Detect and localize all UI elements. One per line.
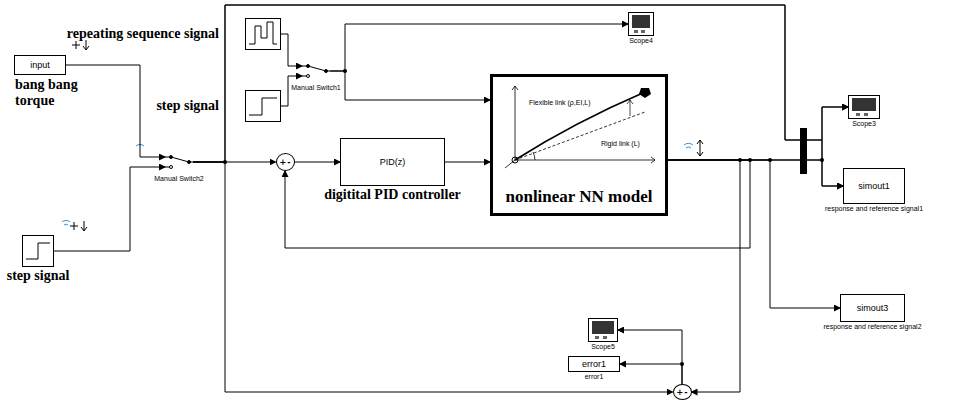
figure-label: Flexible link (ρ,EI,L) — [528, 99, 592, 107]
block-label: Manual Switch2 — [154, 175, 203, 182]
manual-switch: Manual Switch1 — [302, 60, 330, 82]
signal-line — [668, 160, 840, 308]
signal-line — [295, 162, 341, 163]
block-caption: error1 — [585, 373, 604, 380]
workspace-block: error1error1 — [568, 356, 620, 372]
block-label: step signal — [156, 98, 219, 114]
scope-block: Scope3 — [848, 95, 880, 119]
signal-line — [330, 24, 628, 71]
block-label: PID(z) — [380, 157, 406, 167]
signal-line — [281, 76, 302, 106]
block-label: Scope4 — [629, 37, 653, 44]
block-caption: response and reference signal1 — [825, 205, 923, 212]
block-label: Scope5 — [591, 343, 615, 350]
source-block: inputbang bang torque — [14, 55, 66, 75]
block-label: repeating sequence signal — [67, 26, 219, 42]
block-label: + — [279, 158, 286, 167]
sum-junction: +- — [276, 153, 295, 171]
figure-label: Rigid link (L) — [600, 140, 641, 148]
block-caption: digitital PID controller — [324, 187, 461, 203]
signal-block: repeating sequence signal — [245, 18, 281, 50]
signal-line — [668, 160, 843, 186]
block-caption: - — [684, 388, 687, 397]
workspace-block: simout3response and reference signal2 — [840, 294, 905, 322]
manual-switch: Manual Switch2 — [165, 151, 193, 173]
sum-junction: +- — [673, 384, 692, 400]
block-label: input — [30, 60, 50, 70]
block-caption: response and reference signal2 — [823, 323, 921, 330]
block-label: simout3 — [857, 303, 889, 313]
block-label: Scope3 — [852, 120, 876, 127]
signal-line — [66, 65, 165, 157]
workspace-block: simout1response and reference signal1 — [843, 168, 905, 204]
step-block: step signal — [22, 235, 54, 267]
signal-line — [193, 5, 843, 186]
signal-line — [668, 160, 740, 392]
pid-block: PID(z)digitital PID controller — [340, 138, 445, 186]
block-caption: - — [287, 158, 290, 167]
scope-block: Scope4 — [628, 12, 654, 36]
block-label: simout1 — [858, 181, 890, 191]
signal-line — [445, 162, 490, 163]
signal-line — [668, 107, 848, 160]
signal-line — [281, 34, 302, 66]
block-caption: bang bang torque — [15, 77, 95, 109]
signal-line — [193, 162, 673, 392]
block-label: nonlinear NN model — [505, 187, 652, 207]
signal-line — [285, 160, 750, 248]
step-block: step signal — [245, 90, 281, 122]
signal-line — [618, 330, 682, 384]
block-label: + — [676, 388, 683, 397]
scope-block: Scope5 — [588, 318, 618, 342]
block-label: error1 — [582, 359, 606, 369]
plant-model: nonlinear NN model — [490, 74, 668, 216]
signal-line — [620, 364, 682, 384]
signal-line — [193, 5, 848, 162]
signal-line — [330, 71, 490, 100]
block-label: Manual Switch1 — [291, 84, 340, 91]
block-label: step signal — [7, 268, 70, 284]
signal-line — [54, 167, 165, 251]
